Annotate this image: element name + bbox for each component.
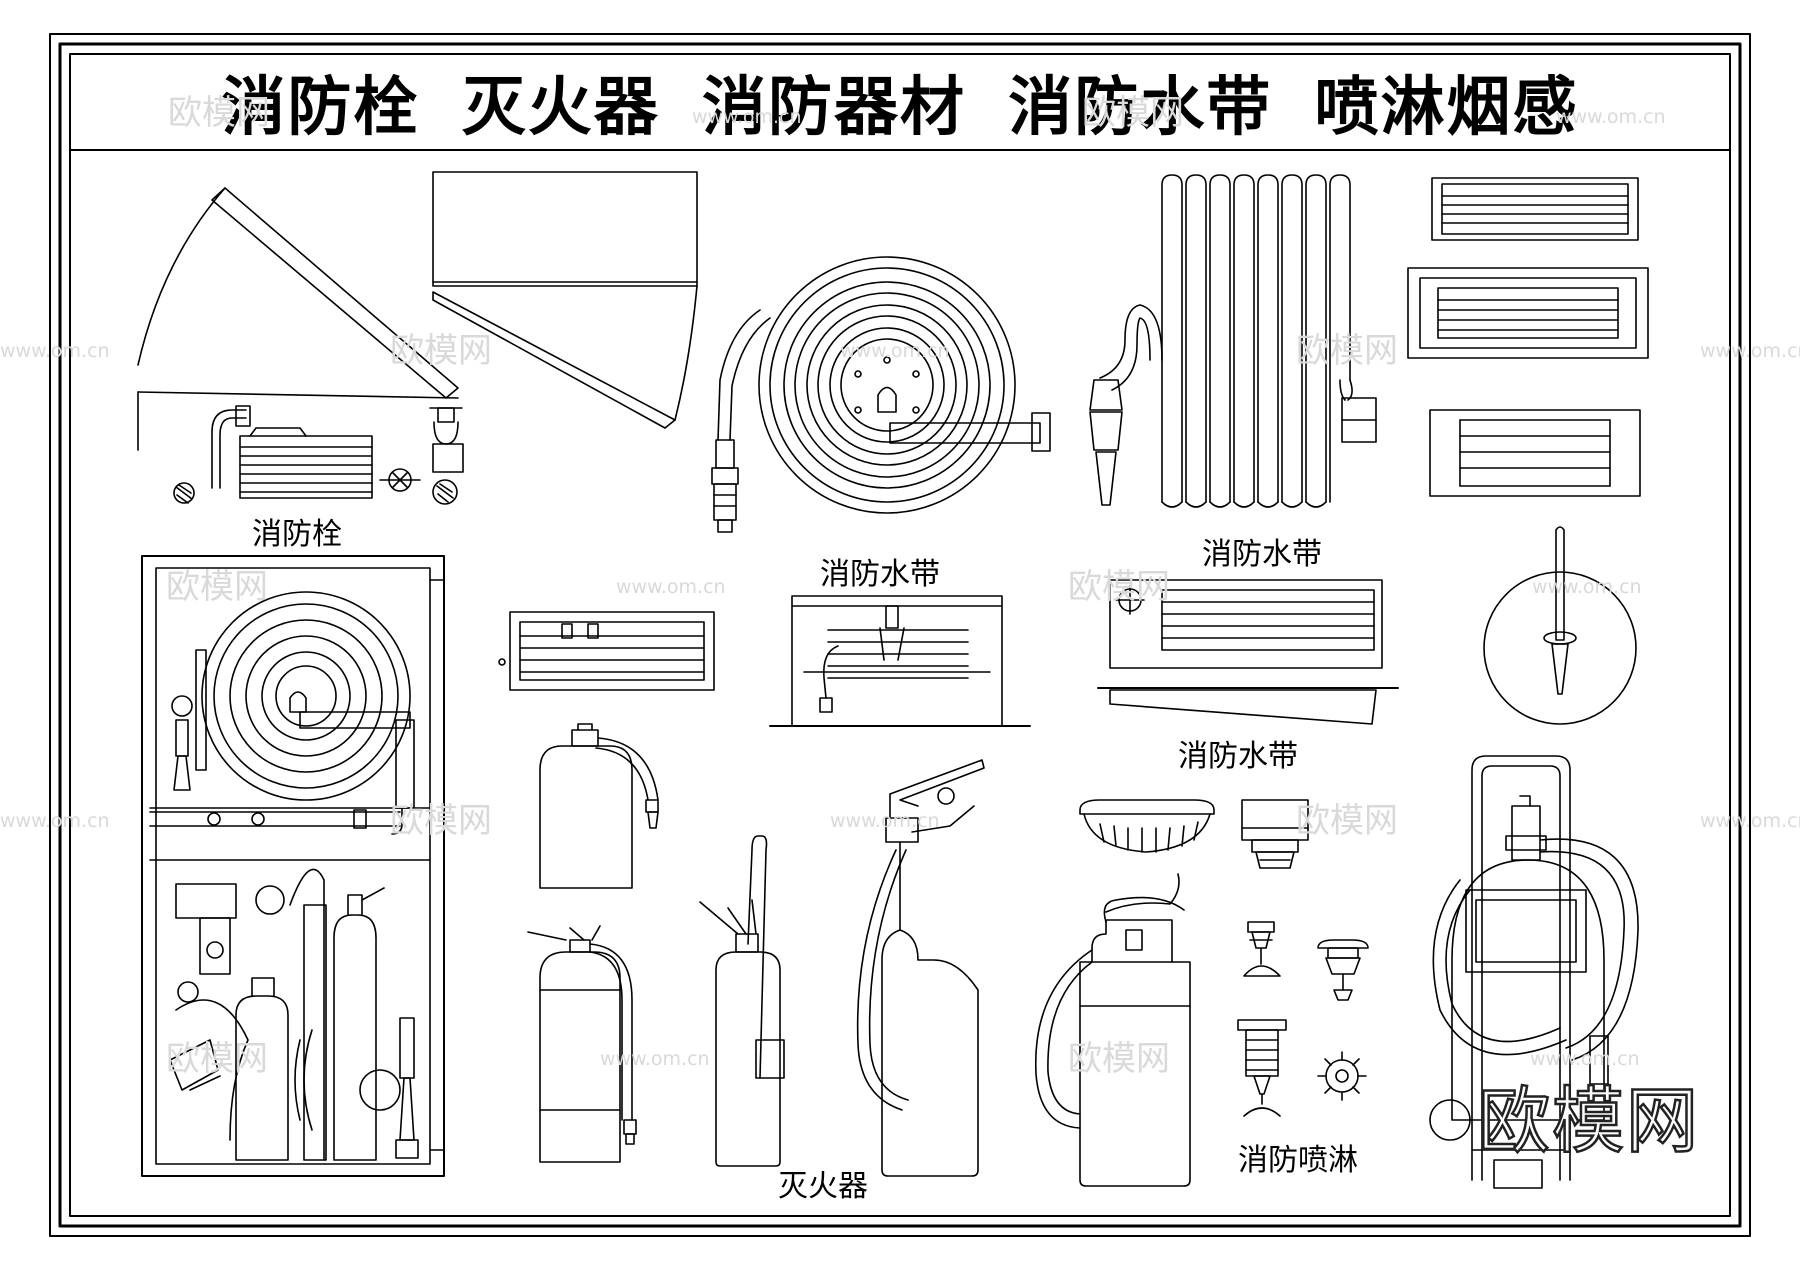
watermark-url: www.om.cn — [830, 810, 940, 832]
watermark-url: www.om.cn — [1700, 340, 1800, 362]
watermark-url: www.om.cn — [840, 340, 950, 362]
wheeled-extinguisher — [1429, 755, 1639, 1189]
label-sprinkler: 消防喷淋 — [1238, 1143, 1358, 1178]
label-hose-reel-2: 消防水带 — [1202, 537, 1322, 572]
extinguisher-1 — [539, 723, 659, 889]
label-hose-reel-3: 消防水带 — [1178, 739, 1298, 774]
watermark-url: www.om.cn — [616, 576, 726, 598]
extinguisher-2 — [527, 925, 637, 1163]
watermark-text: 欧模网 — [390, 331, 492, 371]
watermark-url: www.om.cn — [0, 340, 110, 362]
hydrant-side-view — [173, 405, 464, 505]
watermark-url: www.om.cn — [0, 810, 110, 832]
watermark-url: www.om.cn — [600, 1048, 710, 1070]
watermark-text: 欧模网 — [1296, 801, 1398, 841]
watermark-logo: 欧模网 — [1477, 1079, 1701, 1163]
sheet-frame — [49, 33, 1751, 1237]
watermark-text: 欧模网 — [1296, 331, 1398, 371]
extinguisher-co2-1 — [699, 835, 785, 1167]
hydrant-door-swing-plan — [137, 171, 698, 451]
extinguisher-co2-2 — [856, 759, 985, 1177]
folded-hose — [1089, 174, 1377, 508]
extinguisher-wall — [1034, 873, 1191, 1187]
sheet-title: 消防栓 灭火器 消防器材 消防水带 喷淋烟感 — [221, 71, 1579, 145]
hose-reel-side — [1483, 526, 1637, 725]
label-hydrant: 消防栓 — [252, 517, 342, 552]
label-extinguisher: 灭火器 — [778, 1169, 868, 1204]
watermark-url: www.om.cn — [692, 106, 802, 128]
watermark-url: www.om.cn — [1556, 106, 1666, 128]
watermark-text: 欧模网 — [166, 1039, 268, 1079]
watermark-text: 欧模网 — [1068, 567, 1170, 607]
watermark-url: www.om.cn — [1532, 576, 1642, 598]
watermark-text: 欧模网 — [1082, 93, 1184, 133]
hose-box-open — [769, 595, 1031, 727]
smoke-detector-1 — [1079, 799, 1215, 853]
watermark-text: 欧模网 — [168, 93, 270, 133]
hose-box-small — [498, 611, 715, 691]
hose-reel-front — [711, 256, 1051, 533]
smoke-detector-2 — [1241, 799, 1309, 869]
hose-cabinet-views — [1407, 177, 1649, 497]
watermark-url: www.om.cn — [1530, 1048, 1640, 1070]
watermark-url: www.om.cn — [1700, 810, 1800, 832]
label-hose-reel-1: 消防水带 — [820, 557, 940, 592]
hose-box-cabinet-right — [1097, 579, 1399, 725]
sprinkler-heads — [1237, 921, 1369, 1117]
hydrant-cabinet-elevation — [141, 555, 445, 1177]
watermark-text: 欧模网 — [1068, 1039, 1170, 1079]
watermark-text: 欧模网 — [390, 801, 492, 841]
watermark-text: 欧模网 — [166, 567, 268, 607]
